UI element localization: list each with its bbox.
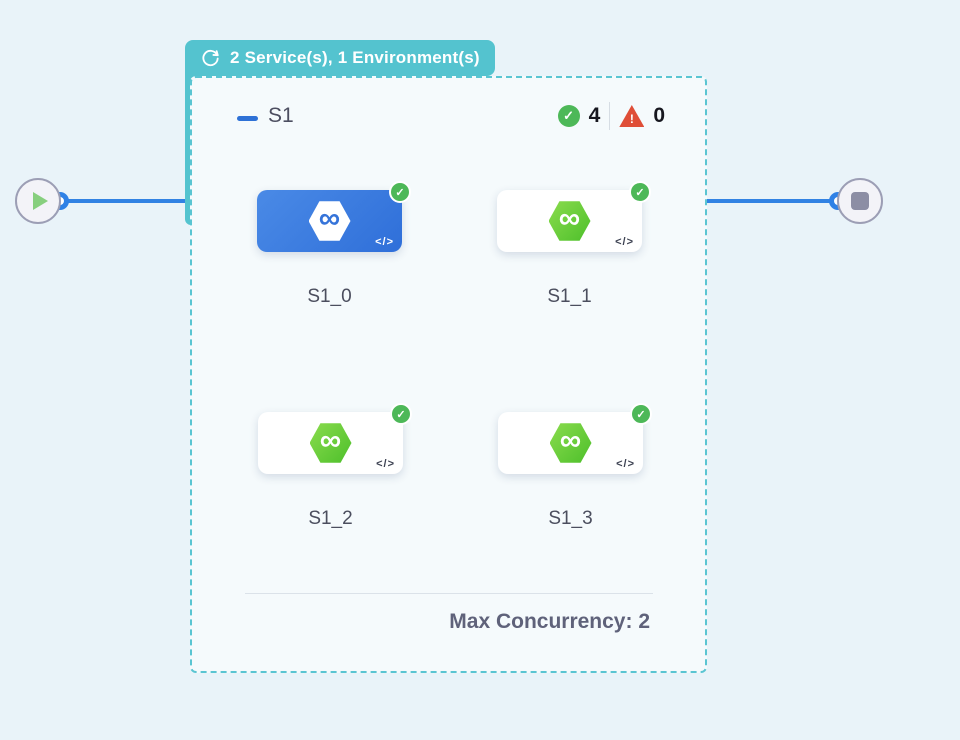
connector-line-right: [706, 199, 834, 203]
matrix-stage-container: S1 ✓ 4 ! 0 ∞ ✓ </> ∞ ✓ </>: [190, 76, 707, 673]
service-label: S1_3: [548, 508, 593, 529]
service-label: S1_0: [307, 286, 352, 307]
code-icon: </>: [376, 458, 395, 470]
service-hexagon-icon: ∞: [549, 423, 592, 463]
success-count: 4: [588, 104, 601, 127]
services-environments-badge[interactable]: 2 Service(s), 1 Environment(s): [185, 40, 495, 76]
success-badge-icon: ✓: [390, 403, 412, 425]
code-icon: </>: [375, 236, 394, 248]
code-icon: </>: [616, 458, 635, 470]
success-badge-icon: ✓: [389, 181, 411, 203]
service-label: S1_2: [308, 508, 353, 529]
badge-label: 2 Service(s), 1 Environment(s): [230, 48, 480, 67]
play-icon: [32, 192, 48, 210]
code-icon: </>: [615, 236, 634, 248]
success-badge-icon: ✓: [630, 403, 652, 425]
service-label: S1_1: [547, 286, 592, 307]
collapse-icon[interactable]: [237, 116, 258, 121]
status-divider: [609, 102, 611, 130]
stage-status-cluster: ✓ 4 ! 0: [557, 102, 665, 130]
service-hexagon-icon: ∞: [548, 201, 591, 241]
loop-icon: [202, 49, 219, 66]
warning-glyph: !: [629, 112, 634, 126]
service-card-s1-1[interactable]: ∞ ✓ </>: [497, 181, 651, 252]
pipeline-start-node[interactable]: [15, 178, 61, 224]
service-hexagon-icon: ∞: [308, 201, 351, 241]
infinity-icon: ∞: [319, 424, 342, 457]
footer-divider: [245, 593, 653, 594]
service-card-s1-3[interactable]: ∞ ✓ </>: [498, 403, 652, 474]
infinity-icon: ∞: [318, 202, 341, 235]
failure-status-icon: !: [619, 105, 645, 127]
pipeline-end-node[interactable]: [837, 178, 883, 224]
service-hexagon-icon: ∞: [309, 423, 352, 463]
failure-count: 0: [653, 104, 665, 127]
service-card-s1-0[interactable]: ∞ ✓ </>: [257, 181, 411, 252]
check-glyph: ✓: [563, 108, 575, 123]
success-status-icon: ✓: [557, 105, 580, 127]
success-badge-icon: ✓: [629, 181, 651, 203]
infinity-icon: ∞: [559, 424, 582, 457]
max-concurrency-label: Max Concurrency: 2: [449, 610, 650, 633]
infinity-icon: ∞: [558, 202, 581, 235]
service-card-s1-2[interactable]: ∞ ✓ </>: [258, 403, 412, 474]
stop-icon: [851, 192, 869, 210]
stage-name: S1: [268, 104, 294, 127]
connector-line-left: [62, 199, 188, 203]
